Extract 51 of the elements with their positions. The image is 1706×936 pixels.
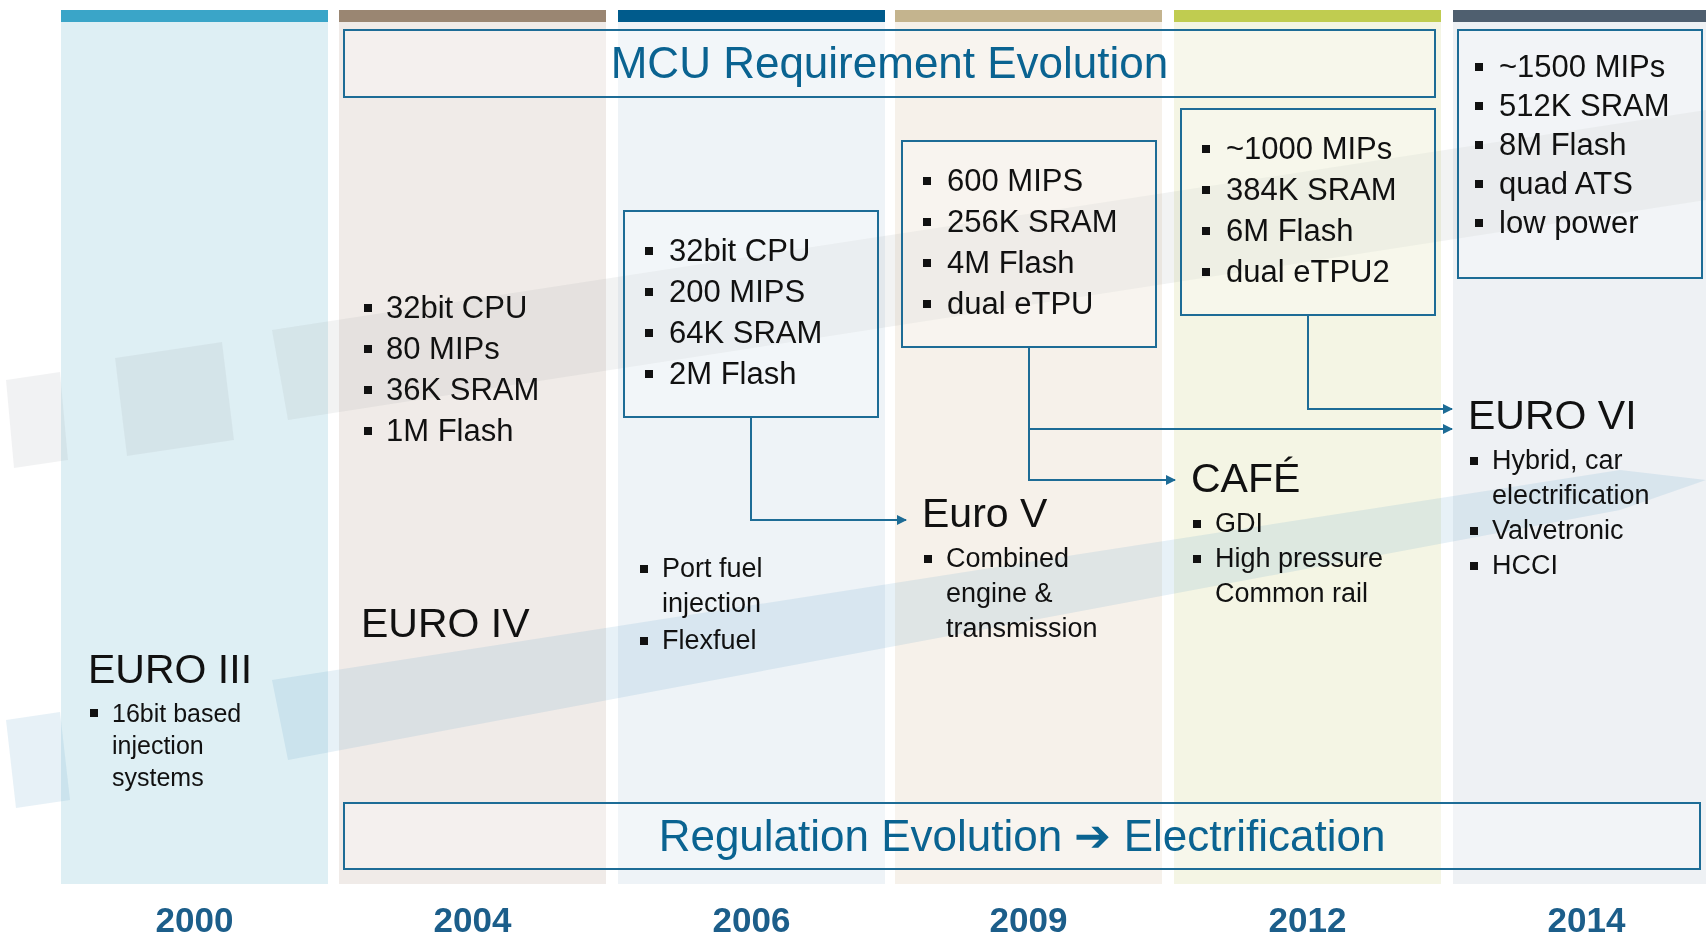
- bullet-item: Valvetronic: [1468, 513, 1704, 549]
- bullet-item: low power: [1473, 203, 1639, 242]
- year-label: 2014: [1546, 900, 1627, 936]
- bullet-item: Flexfuel: [638, 623, 757, 658]
- text-box: [901, 140, 1157, 348]
- text-box: [623, 210, 879, 418]
- bullet-item: Hybrid, car electrification: [1468, 443, 1704, 514]
- bullet-item: quad ATS: [1473, 164, 1633, 203]
- bullet-item: HCCI: [1468, 548, 1704, 584]
- bullet-item: 32bit CPU: [643, 230, 811, 271]
- bullet-item: dual eTPU2: [1200, 251, 1390, 292]
- bullet-item: High pressure Common rail: [1191, 541, 1411, 612]
- bullet-item: 384K SRAM: [1200, 169, 1397, 210]
- bullet-item: 4M Flash: [921, 242, 1075, 283]
- bullet-item: Combined engine & transmission: [922, 541, 1112, 647]
- bullet-item: 32bit CPU: [362, 287, 528, 328]
- heading: EURO VI: [1468, 392, 1638, 440]
- text-box: [1180, 108, 1436, 316]
- heading: Euro V: [922, 490, 1049, 538]
- year-label: 2004: [432, 900, 513, 936]
- year-label: 2006: [711, 900, 792, 936]
- bullet-item: 200 MIPS: [643, 271, 806, 312]
- year-label: 2012: [1267, 900, 1348, 936]
- text-box: [343, 802, 1701, 870]
- connector-arrow: [750, 417, 907, 525]
- bullet-item: GDI: [1191, 506, 1411, 542]
- bullet-item: 600 MIPS: [921, 160, 1084, 201]
- bullet-item: 256K SRAM: [921, 201, 1118, 242]
- bullet-item: ~1500 MIPs: [1473, 47, 1666, 86]
- bullet-item: 36K SRAM: [362, 369, 540, 410]
- heading: EURO III: [88, 646, 254, 694]
- bullet-item: ~1000 MIPs: [1200, 128, 1393, 169]
- bullet-item: 6M Flash: [1200, 210, 1354, 251]
- year-label: 2009: [988, 900, 1069, 936]
- heading: EURO IV: [361, 600, 530, 648]
- text-box: [343, 29, 1436, 98]
- bullet-item: dual eTPU: [921, 283, 1094, 324]
- bullet-item: 16bit based injection systems: [88, 697, 278, 794]
- bullet-item: Port fuel injection: [638, 551, 818, 621]
- bullet-item: 2M Flash: [643, 353, 797, 394]
- connector-arrow: [1307, 315, 1453, 414]
- bullet-item: 1M Flash: [362, 410, 514, 451]
- box-title: MCU Requirement Evolution: [610, 39, 1169, 88]
- heading: CAFÉ: [1191, 455, 1302, 503]
- year-label: 2000: [154, 900, 235, 936]
- bullet-item: 64K SRAM: [643, 312, 823, 353]
- box-title: Regulation Evolution ➔ Electrification: [658, 811, 1386, 861]
- text-box: [1457, 29, 1703, 279]
- bullet-item: 512K SRAM: [1473, 86, 1670, 125]
- bullet-item: 80 MIPs: [362, 328, 500, 369]
- bullet-item: 8M Flash: [1473, 125, 1627, 164]
